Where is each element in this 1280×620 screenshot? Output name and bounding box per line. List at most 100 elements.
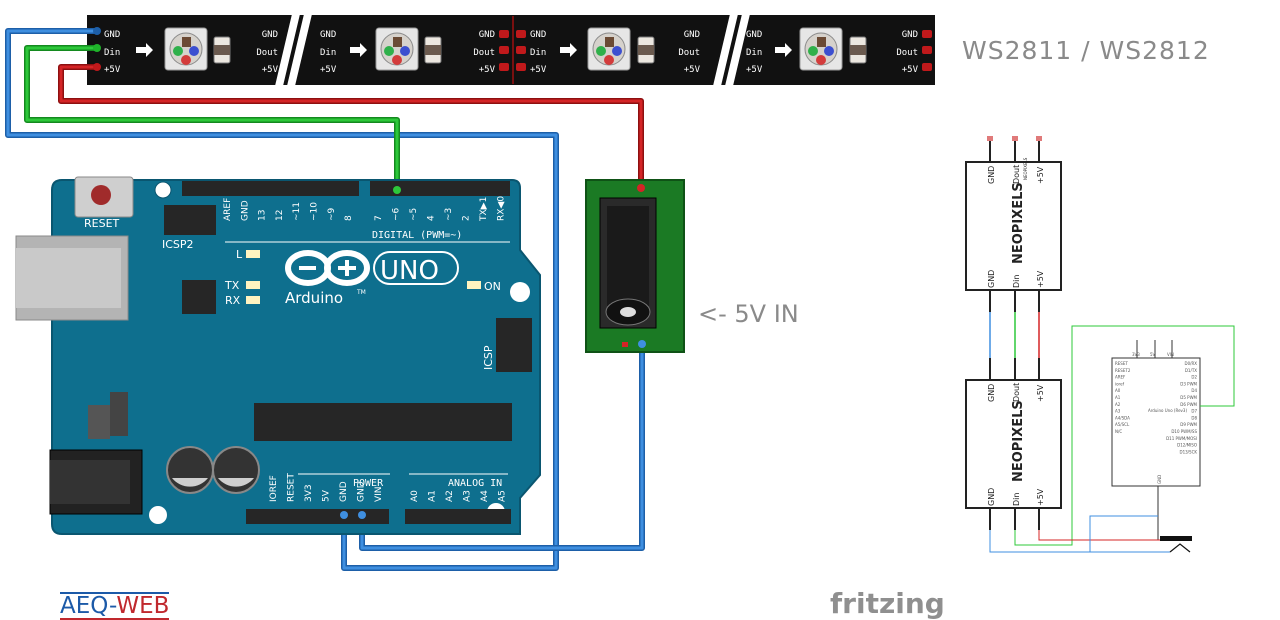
pin-dout-label: Dout bbox=[678, 48, 700, 58]
pin-gnd-label: GND bbox=[530, 30, 546, 40]
pin-label: ~6 bbox=[392, 207, 402, 221]
sch-pin-label: GND bbox=[987, 270, 996, 288]
sch-pin-label: D8 bbox=[1191, 415, 1197, 420]
arrow-icon bbox=[350, 43, 367, 57]
atmega-chip bbox=[254, 403, 512, 441]
power-label: POWER bbox=[353, 478, 384, 489]
sch-gnd-label: GND bbox=[1157, 475, 1162, 484]
pin-label: A3 bbox=[463, 490, 473, 502]
strip-pin-labels-in-3: GND Din +5V bbox=[530, 30, 547, 75]
sch-pin-label: A2 bbox=[1115, 402, 1121, 407]
logo-part2: WEB bbox=[116, 593, 170, 619]
neopixel-module-label: NEOPIXELS bbox=[1011, 182, 1026, 264]
pin-label: 5V bbox=[322, 489, 332, 502]
pin-5v-label: +5V bbox=[530, 65, 547, 75]
sch-pin-label: D10 PWM/SS bbox=[1171, 429, 1197, 434]
neopixel-module-1 bbox=[965, 161, 1062, 291]
on-label: ON bbox=[484, 280, 501, 293]
pin-label: AREF bbox=[223, 198, 233, 221]
pin-label: VIN bbox=[374, 486, 384, 502]
sch-pin-label: A3 bbox=[1115, 409, 1121, 414]
led-l bbox=[246, 250, 260, 258]
pin-label: RESET bbox=[287, 473, 297, 502]
sch-arduino bbox=[1111, 357, 1201, 487]
pin-din-label: Din bbox=[320, 48, 336, 58]
icsp2-label: ICSP2 bbox=[162, 238, 194, 251]
pin-din-label: Din bbox=[746, 48, 762, 58]
led-rx bbox=[246, 296, 260, 304]
pin-5v-label: +5V bbox=[479, 65, 496, 75]
digital-header-2 bbox=[370, 181, 510, 196]
sch-pin-label: +5V bbox=[1036, 384, 1045, 402]
pin-5v-label: +5V bbox=[320, 65, 337, 75]
led-tx-label: TX bbox=[224, 279, 240, 292]
sch-pin-label: D0/RX bbox=[1185, 361, 1198, 366]
sch-pin-label: GND bbox=[987, 488, 996, 506]
sch-pin-label: Dout bbox=[1012, 383, 1021, 402]
power-header bbox=[246, 509, 389, 524]
pin-label: 12 bbox=[275, 210, 285, 221]
pin-label: ~5 bbox=[409, 208, 419, 221]
dc-jack-board bbox=[585, 179, 685, 353]
sch-pin-label: N/C bbox=[1115, 429, 1122, 434]
rgb-led-icon bbox=[164, 27, 208, 71]
led-rx-label: RX bbox=[225, 294, 241, 307]
neopixel-module-label: NEOPIXELS bbox=[1011, 400, 1026, 482]
rgb-led-icon bbox=[799, 27, 843, 71]
sch-pin-label: A5/SCL bbox=[1115, 422, 1130, 427]
sch-pin-label: D4 bbox=[1191, 388, 1197, 393]
pin-5v-label: +5V bbox=[104, 65, 121, 75]
digital-header-1 bbox=[182, 181, 359, 196]
sch-pin-label: GND bbox=[987, 384, 996, 402]
capacitor-icon bbox=[424, 36, 442, 64]
capacitor-icon bbox=[849, 36, 867, 64]
sch-pin-label: D6 PWM bbox=[1180, 402, 1197, 407]
strip-pin-labels-out-4: GND Dout +5V bbox=[896, 30, 918, 75]
pin-label: 8 bbox=[344, 215, 354, 221]
pin-label: 4 bbox=[427, 215, 437, 221]
pin-label: ~10 bbox=[310, 202, 320, 221]
pin-5v-label: +5V bbox=[902, 65, 919, 75]
aeq-web-logo: AEQ-WEB bbox=[60, 592, 170, 620]
sch-pin-label: GND bbox=[987, 166, 996, 184]
fritzing-brand: fritzing bbox=[830, 587, 945, 620]
sch-pin-label: D5 PWM bbox=[1180, 395, 1197, 400]
pin-gnd-label: GND bbox=[320, 30, 336, 40]
pin-dout-label: Dout bbox=[896, 48, 918, 58]
model-label: UNO bbox=[380, 256, 439, 286]
icsp-label: ICSP bbox=[482, 345, 495, 370]
strip-pin-labels-out-1: GND Dout +5V bbox=[256, 30, 278, 75]
sch-mini-label: NEOPIXELS bbox=[1023, 157, 1028, 180]
digital-label: DIGITAL (PWM=~) bbox=[372, 230, 462, 241]
pin-gnd-label: GND bbox=[104, 30, 120, 40]
sch-pin-label: D2 bbox=[1191, 375, 1197, 380]
pin-5v-label: +5V bbox=[746, 65, 763, 75]
pin-label: ~3 bbox=[444, 208, 454, 221]
power-input-label: <- 5V IN bbox=[698, 300, 799, 328]
arrow-icon bbox=[775, 43, 792, 57]
arrow-icon bbox=[136, 43, 153, 57]
pin-label: 7 bbox=[374, 215, 384, 221]
pin-label: 2 bbox=[462, 215, 472, 221]
analog-label: ANALOG IN bbox=[448, 478, 502, 489]
schematic: GND Dout +5V GND Din +5V NEOPIXELS NEOPI… bbox=[965, 136, 1235, 553]
sch-pin-label: +5V bbox=[1036, 270, 1045, 288]
pin-label: 13 bbox=[258, 210, 268, 221]
sch-arduino-left-pins: RESETRESET2AREFiorefA0A1A2A3A4/SDAA5/SCL… bbox=[1115, 361, 1131, 434]
sch-pin-label: D13/SCK bbox=[1180, 449, 1198, 454]
sch-pin-label: D7 bbox=[1191, 409, 1197, 414]
sch-pin-label: D12/MISO bbox=[1177, 443, 1197, 448]
strip-pin-labels-in-4: GND Din +5V bbox=[746, 30, 763, 75]
pin-label: GND bbox=[240, 200, 250, 221]
sch-pin-label: A4/SDA bbox=[1115, 415, 1130, 420]
sch-pin-label: RESET bbox=[1115, 361, 1128, 366]
sch-pin-label: AREF bbox=[1115, 375, 1126, 380]
pin-dout-label: Dout bbox=[473, 48, 495, 58]
pin-din-label: Din bbox=[530, 48, 546, 58]
sch-pin-label: D11 PWM/MOSI bbox=[1166, 436, 1197, 441]
pin-din-label: Din bbox=[104, 48, 120, 58]
pin-label: TX▶1 bbox=[479, 197, 489, 222]
arduino-brand: Arduino bbox=[285, 289, 343, 307]
